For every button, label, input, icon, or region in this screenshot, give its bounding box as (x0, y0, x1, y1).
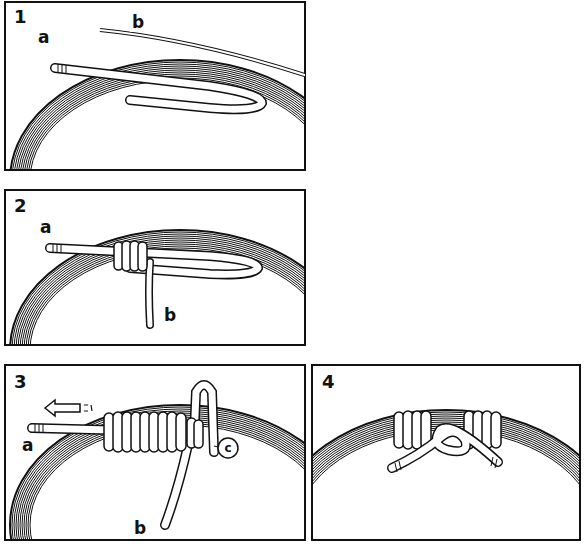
panel-number: 3 (12, 372, 29, 392)
panel-2-drawing (10, 230, 305, 345)
rope-end-label: a (20, 436, 35, 455)
rope-end-label: a (36, 28, 51, 47)
panel-4-drawing (312, 410, 580, 540)
panel-3-drawing (10, 385, 305, 540)
panel-1-drawing (10, 30, 305, 170)
rope-end-label: b (130, 13, 146, 32)
rope-end-label: a (38, 218, 53, 237)
rope-end-label: b (162, 306, 178, 325)
callout-letter: c (219, 439, 237, 457)
panel-number: 4 (320, 372, 337, 392)
panel-number: 2 (12, 196, 29, 216)
panel-number: 1 (12, 7, 29, 27)
rope-end-label: b (132, 519, 148, 538)
